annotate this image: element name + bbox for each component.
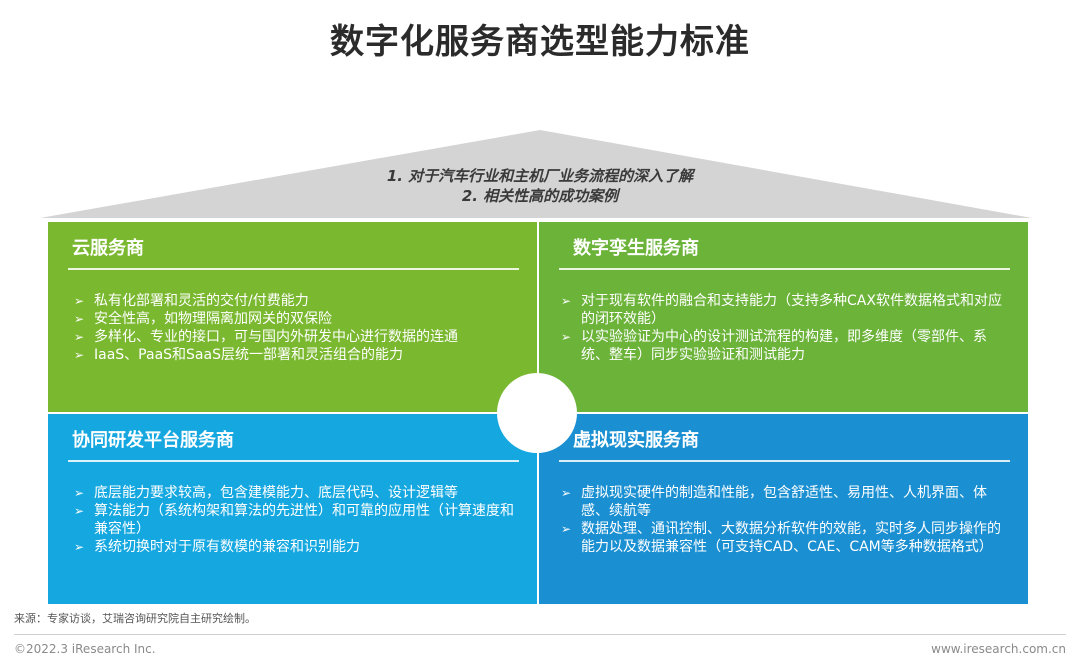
cloud-provider-panel: 云服务商 ➢私有化部署和灵活的交付/付费能力 ➢安全性高，如物理隔离加网关的双保… xyxy=(48,222,537,412)
list-item: ➢数据处理、通讯控制、大数据分析软件的效能，实时多人同步操作的能力以及数据兼容性… xyxy=(561,521,1001,555)
list-item: ➢IaaS、PaaS和SaaS层统一部署和灵活组合的能力 xyxy=(74,347,403,363)
footer-divider xyxy=(14,634,1066,635)
cloud-provider-heading: 云服务商 xyxy=(72,238,144,259)
heading-divider xyxy=(68,268,519,270)
heading-divider xyxy=(559,268,1010,270)
list-item: ➢私有化部署和灵活的交付/付费能力 xyxy=(74,293,309,309)
arrow-bullet-icon: ➢ xyxy=(561,522,572,536)
list-item: ➢安全性高，如物理隔离加网关的双保险 xyxy=(74,311,332,327)
website-link[interactable]: www.iresearch.com.cn xyxy=(931,642,1066,656)
arrow-bullet-icon: ➢ xyxy=(74,312,85,326)
arrow-bullet-icon: ➢ xyxy=(561,294,572,308)
heading-divider xyxy=(68,460,519,462)
list-item: ➢算法能力（系统构架和算法的先进性）和可靠的应用性（计算速度和兼容性） xyxy=(74,503,514,537)
arrow-bullet-icon: ➢ xyxy=(74,330,85,344)
arrow-bullet-icon: ➢ xyxy=(74,486,85,500)
arrow-bullet-icon: ➢ xyxy=(561,486,572,500)
roof-line-1: 1. 对于汽车行业和主机厂业务流程的深入了解 xyxy=(386,167,694,185)
arrow-bullet-icon: ➢ xyxy=(74,294,85,308)
collab-rd-provider-list: ➢底层能力要求较高，包含建模能力、底层代码、设计逻辑等 ➢算法能力（系统构架和算… xyxy=(72,484,519,556)
roof-text: 1. 对于汽车行业和主机厂业务流程的深入了解 2. 相关性高的成功案例 xyxy=(0,166,1080,206)
vr-provider-heading: 虚拟现实服务商 xyxy=(573,430,699,451)
center-circle xyxy=(497,373,577,453)
list-item: ➢虚拟现实硬件的制造和性能，包含舒适性、易用性、人机界面、体感、续航等 xyxy=(561,485,987,519)
list-item: ➢底层能力要求较高，包含建模能力、底层代码、设计逻辑等 xyxy=(74,485,458,501)
vr-provider-panel: 虚拟现实服务商 ➢虚拟现实硬件的制造和性能，包含舒适性、易用性、人机界面、体感、… xyxy=(539,414,1028,604)
digital-twin-provider-panel: 数字孪生服务商 ➢对于现有软件的融合和支持能力（支持多种CAX软件数据格式和对应… xyxy=(539,222,1028,412)
cloud-provider-list: ➢私有化部署和灵活的交付/付费能力 ➢安全性高，如物理隔离加网关的双保险 ➢多样… xyxy=(72,292,519,364)
roof-line-2: 2. 相关性高的成功案例 xyxy=(461,187,619,205)
heading-divider xyxy=(559,460,1010,462)
arrow-bullet-icon: ➢ xyxy=(561,330,572,344)
list-item: ➢以实验验证为中心的设计测试流程的构建，即多维度（零部件、系统、整车）同步实验验… xyxy=(561,329,987,363)
source-note: 来源：专家访谈，艾瑞咨询研究院自主研究绘制。 xyxy=(14,612,256,625)
collab-rd-provider-heading: 协同研发平台服务商 xyxy=(72,430,234,451)
arrow-bullet-icon: ➢ xyxy=(74,348,85,362)
roof-shape xyxy=(40,130,1032,218)
page-title: 数字化服务商选型能力标准 xyxy=(330,22,750,62)
list-item: ➢对于现有软件的融合和支持能力（支持多种CAX软件数据格式和对应的闭环效能） xyxy=(561,293,1002,327)
arrow-bullet-icon: ➢ xyxy=(74,540,85,554)
copyright-text: ©2022.3 iResearch Inc. xyxy=(14,642,156,656)
vr-provider-list: ➢虚拟现实硬件的制造和性能，包含舒适性、易用性、人机界面、体感、续航等 ➢数据处… xyxy=(559,484,1010,556)
digital-twin-provider-list: ➢对于现有软件的融合和支持能力（支持多种CAX软件数据格式和对应的闭环效能） ➢… xyxy=(559,292,1010,364)
digital-twin-provider-heading: 数字孪生服务商 xyxy=(573,238,699,259)
list-item: ➢系统切换时对于原有数模的兼容和识别能力 xyxy=(74,539,360,555)
arrow-bullet-icon: ➢ xyxy=(74,504,85,518)
list-item: ➢多样化、专业的接口，可与国内外研发中心进行数据的连通 xyxy=(74,329,458,345)
collab-rd-provider-panel: 协同研发平台服务商 ➢底层能力要求较高，包含建模能力、底层代码、设计逻辑等 ➢算… xyxy=(48,414,537,604)
